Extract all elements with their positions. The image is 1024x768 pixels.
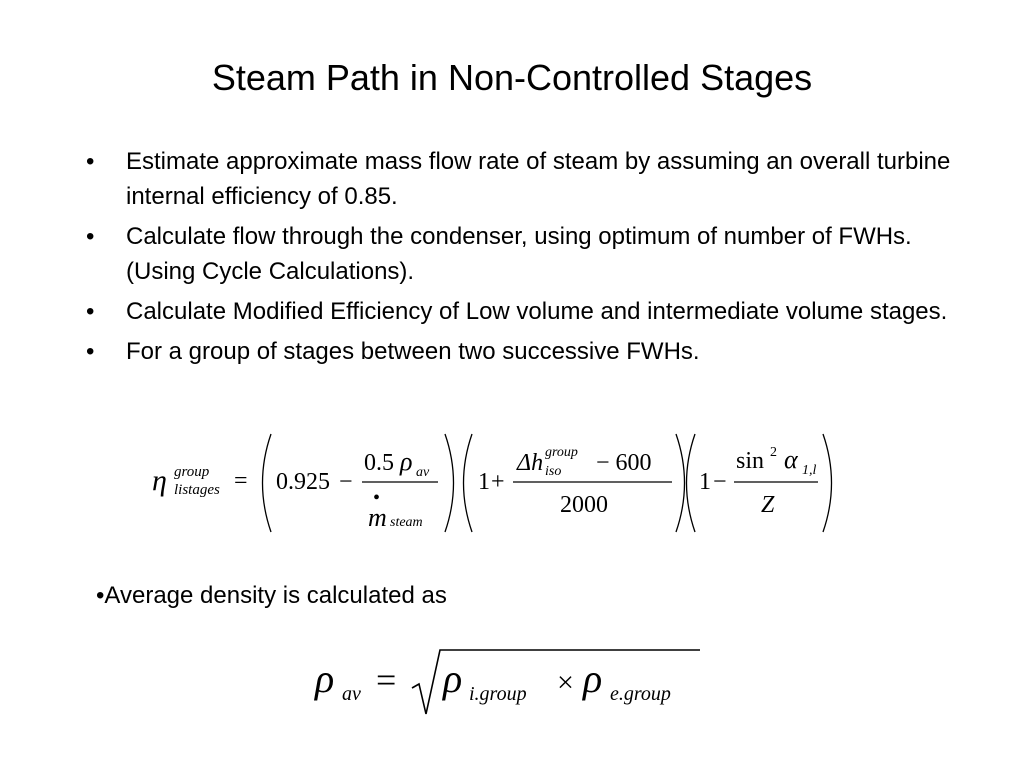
alpha-subscript: 1,l [802,463,817,478]
rho-subscript: av [416,465,430,480]
rho-symbol: ρ [399,447,412,476]
rho-subscript: i.group [469,683,527,705]
average-density-text: •Average density is calculated as [96,582,447,609]
rho-symbol: ρ [441,656,462,701]
rho-symbol: ρ [313,656,334,701]
rho-symbol: ρ [581,656,602,701]
constant-0925: 0.925 [276,469,330,495]
bullet-text: Estimate approximate mass flow rate of s… [126,148,951,210]
bullet-marker: • [86,223,95,250]
plus-sign: + [491,469,505,495]
bullet-list: • Estimate approximate mass flow rate of… [84,144,954,374]
bullet-text: Calculate flow through the condenser, us… [126,223,912,285]
eta-subscript: listages [174,482,220,498]
left-paren [685,433,696,533]
minus-600: − 600 [596,450,652,476]
left-paren [261,433,272,533]
alpha-symbol: α [784,445,799,474]
equals-sign: = [376,660,396,700]
denominator-2000: 2000 [560,492,608,518]
bullet-item: • Estimate approximate mass flow rate of… [84,144,954,214]
bullet-marker: • [86,148,95,175]
bullet-item: • Calculate Modified Efficiency of Low v… [84,294,954,329]
sin-exponent: 2 [770,445,777,460]
square-root-sign [411,649,700,715]
bullet-text: For a group of stages between two succes… [126,338,700,365]
one: 1 [699,469,711,495]
minus-sign: − [713,469,727,495]
eta-symbol: η [152,464,167,497]
bullet-marker: • [86,338,95,365]
m-subscript: steam [390,515,423,530]
average-density-equation: ρ av = ρ i.group × ρ e.group [313,649,700,715]
right-paren [675,433,686,533]
z-symbol: Z [761,492,775,518]
bullet-item: • For a group of stages between two succ… [84,334,954,369]
efficiency-equation: η group listages = 0.925 − 0.5 ρ av • m … [152,433,833,533]
one: 1 [478,469,490,495]
left-paren [462,433,473,533]
minus-sign: − [339,469,353,495]
delta-h-symbol: Δh [516,450,543,476]
bullet-marker: • [86,298,95,325]
bullet-item: • Calculate flow through the condenser, … [84,219,954,289]
right-paren [444,433,455,533]
right-paren [822,433,833,533]
slide-title: Steam Path in Non-Controlled Stages [211,57,813,98]
eta-superscript: group [174,464,210,480]
dot-mark: • [373,487,380,509]
equals-sign: = [234,468,248,494]
delta-h-subscript: iso [545,464,561,479]
sin-function: sin [736,448,764,474]
delta-h-superscript: group [545,445,578,460]
rho-subscript: av [342,683,361,705]
rho-subscript: e.group [610,683,671,705]
times-sign: × [557,666,574,699]
m-symbol: m [368,503,387,532]
bullet-text: Calculate Modified Efficiency of Low vol… [126,298,948,325]
numerator-05: 0.5 [364,450,394,476]
